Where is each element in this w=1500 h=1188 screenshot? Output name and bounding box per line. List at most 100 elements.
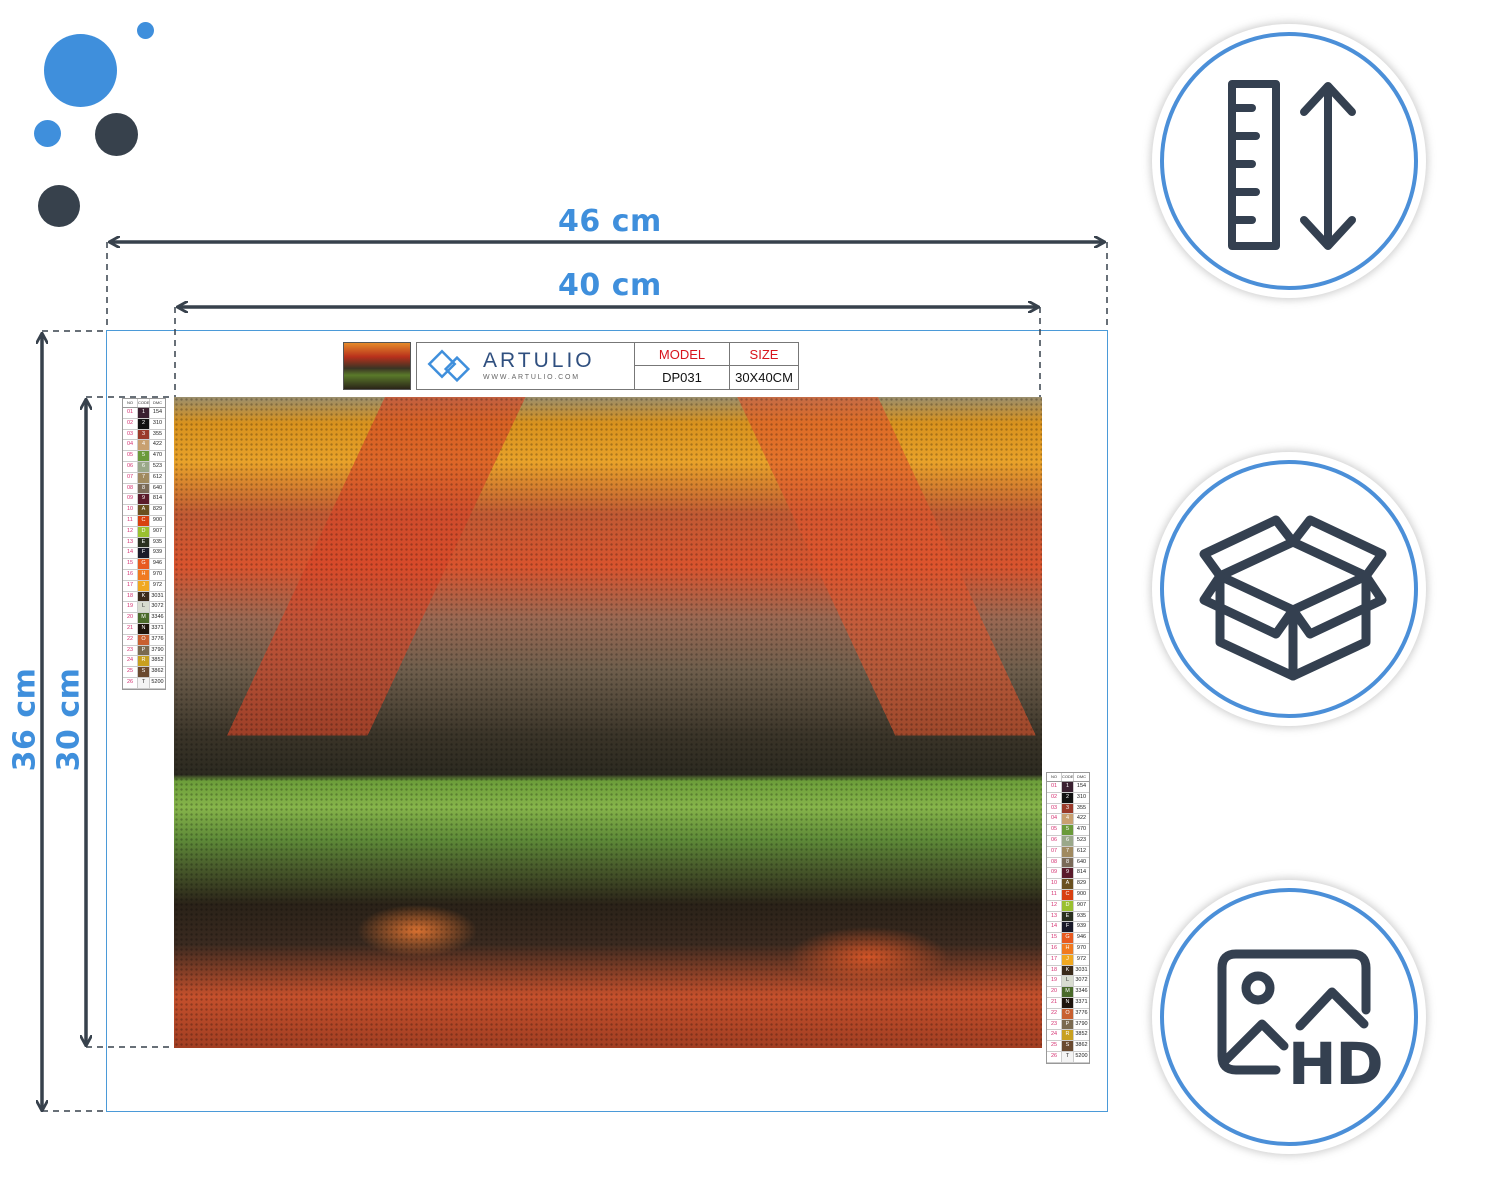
legend-code-swatch: T — [138, 677, 150, 688]
legend-dmc: 935 — [152, 538, 163, 545]
legend-dmc: 154 — [1076, 783, 1087, 789]
legend-no: 21 — [123, 623, 138, 634]
legend-no: 10 — [1047, 879, 1062, 889]
legend-dmc: 3790 — [1075, 1020, 1088, 1027]
legend-code-swatch: P — [138, 645, 150, 656]
preview-thumbnail — [343, 342, 411, 390]
legend-code-swatch: J — [1062, 954, 1074, 965]
legend-code-swatch: D — [138, 526, 150, 537]
legend-code-swatch: 5 — [1062, 825, 1074, 835]
legend-dmc: 946 — [152, 560, 163, 567]
legend-no: 12 — [123, 526, 138, 537]
legend-dmc: 900 — [152, 516, 163, 523]
legend-dmc: 907 — [1076, 901, 1087, 908]
legend-code-swatch: 2 — [138, 418, 150, 429]
legend-dmc: 829 — [152, 506, 163, 513]
legend-code-swatch: 3 — [1062, 803, 1074, 814]
model-value: DP031 — [662, 370, 702, 385]
legend-dmc: 972 — [1076, 955, 1087, 962]
legend-header-cell: CODE — [1062, 773, 1074, 781]
legend-code-swatch: M — [1062, 987, 1074, 997]
legend-no: 06 — [1047, 835, 1062, 846]
legend-code-swatch: 7 — [138, 472, 150, 483]
legend-code-swatch: P — [1062, 1019, 1074, 1030]
legend-header-cell: DMC — [152, 400, 163, 405]
legend-code-swatch: A — [138, 505, 150, 515]
legend-code-swatch: M — [138, 613, 150, 623]
legend-code-swatch: G — [1062, 933, 1074, 943]
size-label: SIZE — [730, 343, 798, 366]
legend-no: 15 — [123, 559, 138, 569]
legend-dmc: 640 — [152, 484, 163, 491]
legend-no: 02 — [1047, 792, 1062, 803]
legend-no: 03 — [123, 429, 138, 440]
legend-dmc: 970 — [152, 570, 163, 577]
legend-code-swatch: O — [1062, 1008, 1074, 1019]
legend-no: 11 — [1047, 889, 1062, 900]
legend-dmc: 3371 — [1075, 998, 1088, 1005]
legend-dmc: 5200 — [151, 678, 164, 685]
legend-no: 20 — [1047, 987, 1062, 997]
legend-no: 23 — [123, 645, 138, 656]
legend-dmc: 422 — [1076, 815, 1087, 822]
legend-dmc: 3072 — [1075, 977, 1088, 984]
legend-no: 09 — [123, 494, 138, 505]
legend-code-swatch: 4 — [1062, 814, 1074, 825]
legend-dmc: 422 — [152, 441, 163, 448]
legend-dmc: 935 — [1076, 912, 1087, 919]
legend-no: 05 — [1047, 825, 1062, 835]
legend-no: 06 — [123, 461, 138, 472]
package-feature-badge — [1160, 460, 1418, 718]
legend-no: 16 — [1047, 943, 1062, 954]
inner-height-label: 30 cm — [51, 667, 87, 772]
legend-dmc: 3790 — [151, 646, 164, 653]
legend-dmc: 3346 — [1075, 988, 1088, 995]
ruler-height-icon — [1228, 80, 1356, 250]
legend-code-swatch: H — [1062, 943, 1074, 954]
legend-no: 25 — [1047, 1041, 1062, 1051]
legend-code-swatch: E — [1062, 911, 1074, 922]
legend-no: 11 — [123, 515, 138, 526]
brand-url: WWW.ARTULIO.COM — [483, 374, 580, 381]
legend-dmc: 829 — [1076, 880, 1087, 887]
box-package-icon — [1199, 515, 1387, 681]
legend-code-swatch: 4 — [138, 440, 150, 451]
legend-no: 17 — [123, 580, 138, 591]
legend-dmc: 3852 — [151, 657, 164, 664]
legend-no: 07 — [1047, 846, 1062, 857]
legend-dmc: 3852 — [1075, 1031, 1088, 1038]
legend-code-swatch: F — [138, 548, 150, 559]
legend-no: 22 — [1047, 1008, 1062, 1019]
legend-no: 16 — [123, 569, 138, 580]
legend-dmc: 3031 — [1075, 966, 1088, 973]
legend-no: 03 — [1047, 803, 1062, 814]
model-label: MODEL — [635, 343, 729, 366]
legend-no: 09 — [1047, 868, 1062, 879]
legend-no: 19 — [1047, 976, 1062, 987]
legend-code-swatch: 1 — [138, 408, 150, 418]
